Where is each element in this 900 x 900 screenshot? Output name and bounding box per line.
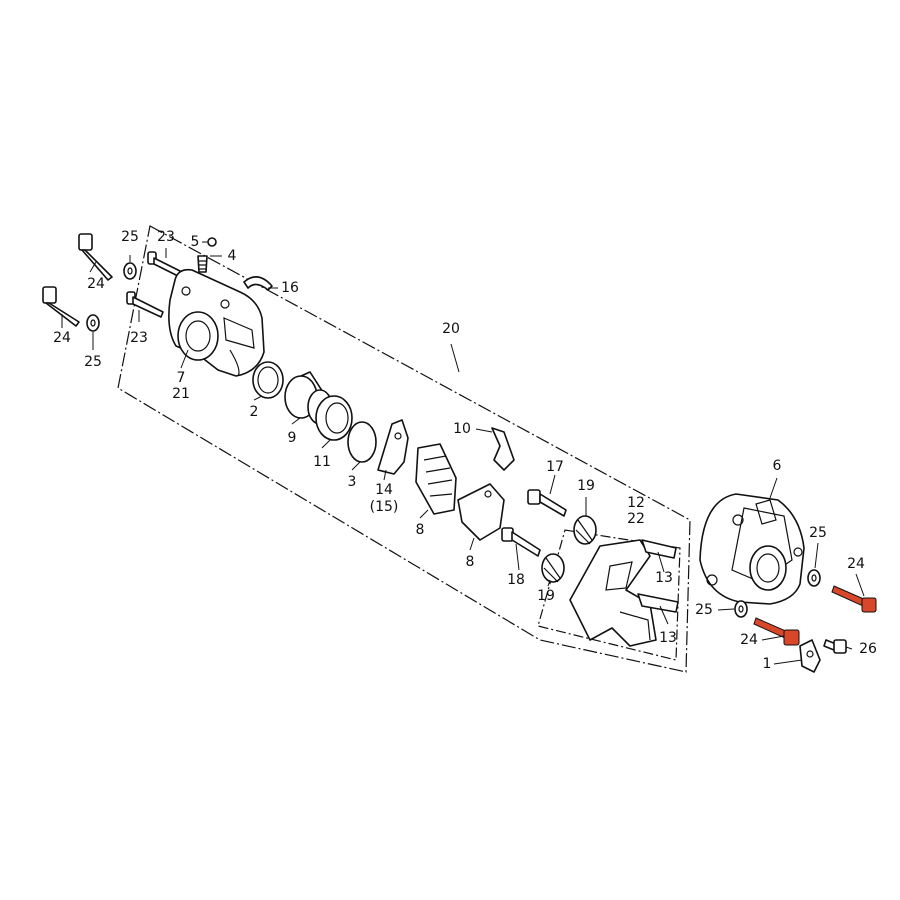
washer-25-right-upper-hole <box>811 574 817 582</box>
label-23-lower: 23 <box>130 330 148 346</box>
label-14: 14 <box>375 482 393 498</box>
label-16: 16 <box>281 280 299 296</box>
label-3: 3 <box>347 474 357 490</box>
bolt-23-upper <box>147 251 183 278</box>
label-18: 18 <box>507 572 525 588</box>
caliper-bracket-22 <box>569 539 657 647</box>
label-17: 17 <box>546 459 564 475</box>
ring-3 <box>347 421 377 463</box>
label-22: 22 <box>627 511 645 527</box>
label-7: 7 <box>176 370 186 386</box>
label-13-upper: 13 <box>655 570 673 586</box>
pin-bolt-18 <box>501 527 541 557</box>
washer-25-upper-left-hole <box>127 267 133 275</box>
label-11: 11 <box>313 454 331 470</box>
label-10: 10 <box>453 421 471 437</box>
label-24-lower-left: 24 <box>53 330 71 346</box>
shim-14 <box>377 419 409 475</box>
bolt-26 <box>823 639 847 654</box>
label-20: 20 <box>442 321 460 337</box>
washer-25-right-lower <box>734 600 748 618</box>
washer-25-upper-left <box>123 262 137 280</box>
label-26: 26 <box>859 641 877 657</box>
label-25-right-upper: 25 <box>809 525 827 541</box>
label-21: 21 <box>172 386 190 402</box>
label-19-lower: 19 <box>537 588 555 604</box>
label-24-upper-left: 24 <box>87 276 105 292</box>
pad-spring-10 <box>491 427 515 471</box>
bolt-24-lower-left <box>42 286 80 327</box>
caliper-body-21 <box>168 268 265 377</box>
label-24-right-lower: 24 <box>740 632 758 648</box>
label-4: 4 <box>227 248 237 264</box>
boot-19-lower <box>541 553 565 583</box>
label-8-lower: 8 <box>465 554 475 570</box>
label-1: 1 <box>762 656 772 672</box>
label-8-upper: 8 <box>415 522 425 538</box>
label-5: 5 <box>190 234 200 250</box>
label-25-right-lower: 25 <box>695 602 713 618</box>
bolt-23-lower <box>126 291 164 318</box>
brake-pad-8-upper <box>415 443 457 515</box>
assembly-20-frame <box>117 225 691 673</box>
label-19-upper: 19 <box>577 478 595 494</box>
label-12: 12 <box>627 495 645 511</box>
bolt-24-highlighted-lower <box>753 617 800 646</box>
retainer-13-lower <box>637 593 679 613</box>
bleed-screw-4 <box>197 255 208 273</box>
label-25-lower-left: 25 <box>84 354 102 370</box>
pin-bolt-17 <box>527 489 567 517</box>
leader-lines <box>61 241 865 665</box>
bolt-24-highlighted-upper <box>831 585 877 613</box>
piston-seal-2 <box>252 361 284 399</box>
label-15: (15) <box>369 499 399 515</box>
pin-clip-16 <box>243 276 273 291</box>
label-24-right-upper: 24 <box>847 556 865 572</box>
cap-5 <box>207 237 217 247</box>
washer-25-right-lower-hole <box>738 605 744 613</box>
bracket-1 <box>799 639 821 673</box>
label-23-upper: 23 <box>157 229 175 245</box>
label-13-lower: 13 <box>659 630 677 646</box>
brake-pad-8-lower <box>457 483 505 541</box>
boot-19-upper <box>573 515 597 545</box>
label-2: 2 <box>249 404 259 420</box>
label-25-upper-left: 25 <box>121 229 139 245</box>
washer-25-lower-left <box>86 314 100 332</box>
washer-25-lower-left-hole <box>90 319 96 327</box>
dust-seal-11 <box>315 395 353 441</box>
retainer-13-upper <box>641 539 677 559</box>
caliper-assembly-6 <box>699 493 805 605</box>
bracket-1-hole <box>806 650 814 658</box>
label-6: 6 <box>772 458 782 474</box>
bolt-24-upper-left <box>78 233 113 281</box>
washer-25-right-upper <box>807 569 821 587</box>
label-9: 9 <box>287 430 297 446</box>
shim-14-hole <box>394 432 402 440</box>
